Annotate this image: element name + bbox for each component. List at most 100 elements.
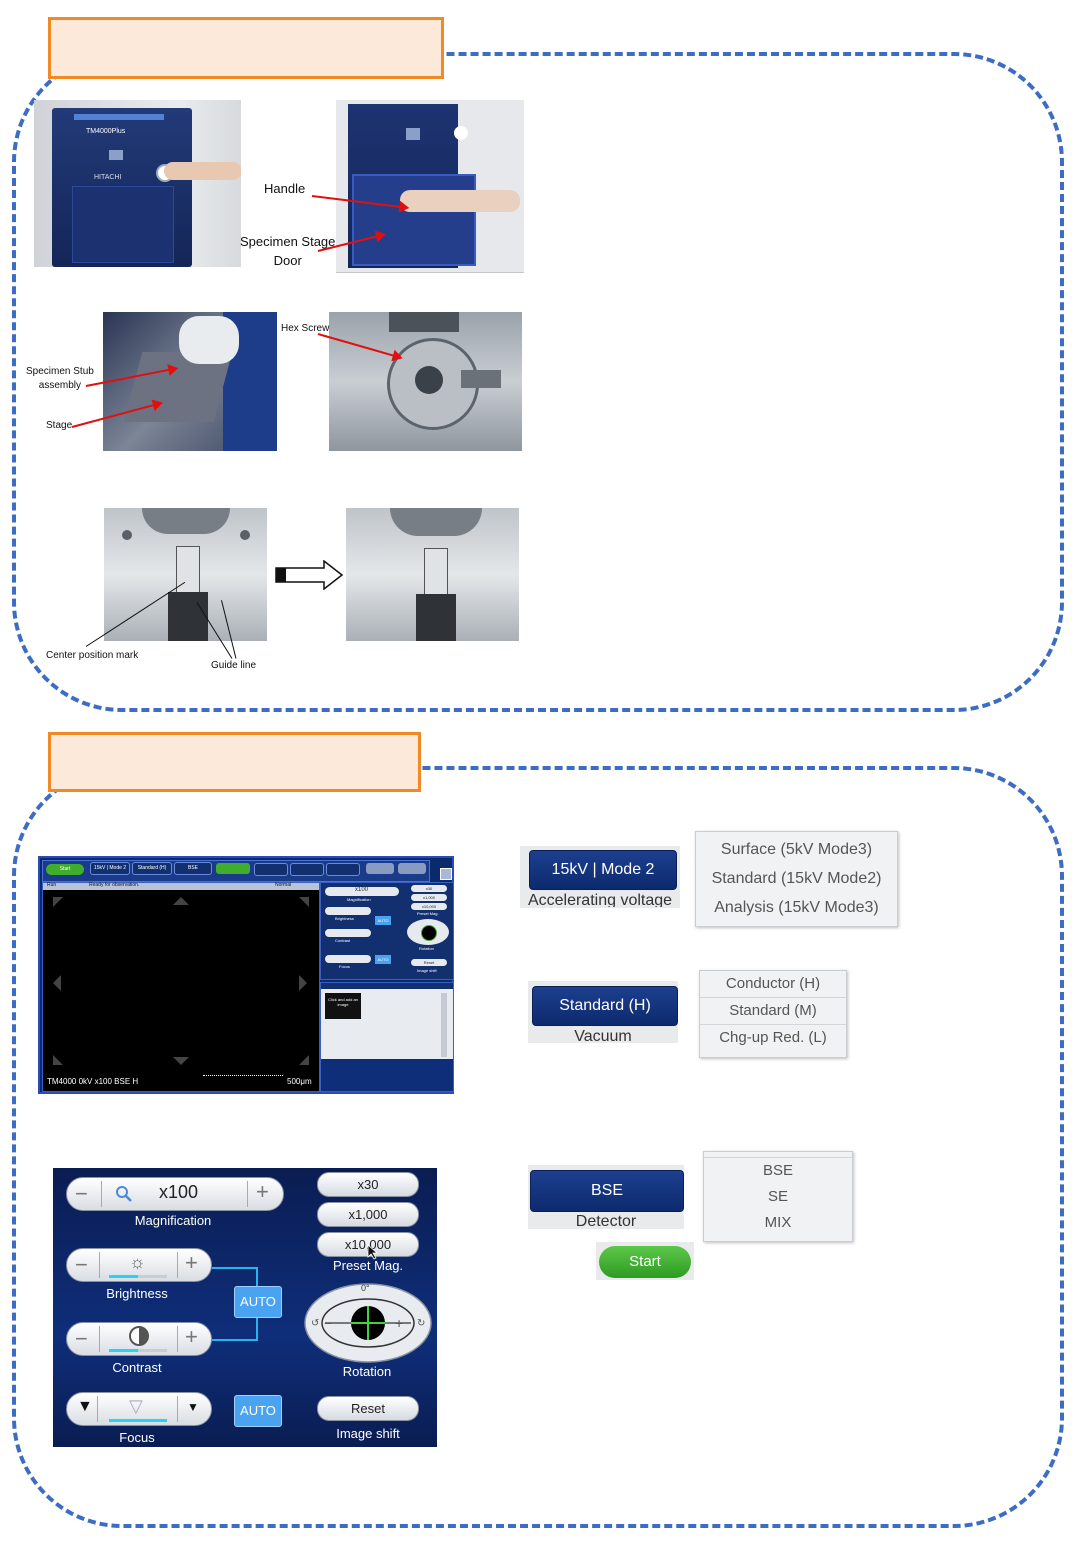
rotation-label: Rotation	[342, 1364, 392, 1379]
right-arrow-icon	[275, 560, 344, 590]
accelerating-options: Surface (5kV Mode3) Standard (15kV Mode2…	[695, 831, 898, 927]
preset-x1000-button[interactable]: x1,000	[317, 1202, 419, 1227]
sw-ctrl-1[interactable]	[216, 863, 250, 874]
control-panel: − x100 + Magnification − ☼ + Brightness …	[53, 1168, 437, 1447]
mini-focus-label: Focus	[339, 964, 350, 969]
mini-rotation-label: Rotation	[419, 946, 434, 951]
photo-aligned	[346, 508, 519, 641]
mini-control-panel: x100 Magnification Brightness Contrast A…	[320, 882, 454, 980]
section-1-frame	[12, 52, 1064, 712]
mini-auto-1[interactable]: AUTO	[375, 916, 391, 925]
option-mix[interactable]: MIX	[764, 1214, 792, 1231]
accelerating-voltage-button[interactable]: 15kV | Mode 2	[529, 850, 677, 890]
sun-icon: ☼	[129, 1252, 146, 1272]
option-standard[interactable]: Standard (15kV Mode2)	[711, 870, 882, 887]
search-icon	[116, 1186, 132, 1202]
device-model-text: TM4000Plus	[86, 128, 126, 135]
photo-center-mark	[104, 508, 267, 641]
option-conductor[interactable]: Conductor (H)	[700, 971, 846, 998]
focus-level	[109, 1419, 167, 1422]
focus-coarse-icon[interactable]: ▼	[77, 1398, 93, 1415]
status-right: Normal	[275, 882, 292, 888]
sw-ctrl-4[interactable]	[326, 863, 360, 876]
label-handle: Handle	[264, 181, 306, 196]
status-text: Ready for observation.	[89, 882, 140, 888]
mag-minus-icon[interactable]: −	[75, 1181, 88, 1206]
preset-x30-button[interactable]: x30	[317, 1172, 419, 1197]
label-center-position-mark: Center position mark	[46, 650, 139, 661]
option-standard-m[interactable]: Standard (M)	[700, 998, 846, 1025]
option-analysis[interactable]: Analysis (15kV Mode3)	[714, 899, 879, 916]
mini-contrast-label: Contrast	[335, 938, 351, 943]
rotation-dial[interactable]: − + ↺ ↻	[303, 1282, 433, 1364]
section-2-frame	[12, 766, 1064, 1528]
label-specimen-stage-door: Specimen Stage Door	[240, 234, 336, 268]
rotation-zero-label: 0°	[361, 1283, 370, 1293]
sw-ctrl-3[interactable]	[290, 863, 324, 876]
detector-label: Detector	[575, 1213, 637, 1230]
svg-text:+: +	[395, 1315, 403, 1331]
sw-detector-button[interactable]: BSE	[174, 862, 212, 875]
vacuum-button[interactable]: Standard (H)	[532, 986, 678, 1026]
auto-focus-button[interactable]: AUTO	[234, 1395, 282, 1427]
option-surface[interactable]: Surface (5kV Mode3)	[720, 841, 873, 858]
photo-hex-screw	[329, 312, 522, 451]
contrast-plus-icon[interactable]: +	[185, 1324, 198, 1349]
option-bse[interactable]: BSE	[704, 1157, 852, 1184]
magnification-label: Magnification	[134, 1213, 212, 1228]
thumbnail-slot[interactable]	[325, 993, 361, 1019]
sw-start-button[interactable]: Start	[46, 864, 84, 875]
mini-auto-2[interactable]: AUTO	[375, 955, 391, 964]
brightness-plus-icon[interactable]: +	[185, 1250, 198, 1275]
software-screen: Start 15kV | Mode 2 Standard (H) BSE Run…	[38, 856, 454, 1094]
option-se[interactable]: SE	[767, 1188, 788, 1205]
label-specimen-stub-assembly: Specimen Stub assembly	[26, 366, 94, 391]
image-view[interactable]: Run Ready for observation. Normal TM4000…	[42, 882, 320, 1092]
section-2-header	[48, 732, 421, 792]
mag-plus-icon[interactable]: +	[256, 1179, 269, 1204]
thumbnail-panel: Click and add an image	[320, 982, 454, 1092]
thumbnail-text: Click and add an image	[328, 997, 358, 1007]
mini-preset-2[interactable]: x1,000	[411, 894, 447, 901]
auto-brightness-contrast-button[interactable]: AUTO	[234, 1286, 282, 1318]
photo-stub-assembly	[103, 312, 277, 451]
reset-image-shift-button[interactable]: Reset	[317, 1396, 419, 1421]
mini-reset[interactable]: Reset	[411, 959, 447, 966]
mini-preset-3[interactable]: x10,000	[411, 903, 447, 910]
section-1-header	[48, 17, 444, 79]
sw-close-icon[interactable]	[440, 868, 452, 880]
cursor-icon	[367, 1244, 379, 1260]
svg-text:−: −	[324, 1315, 332, 1331]
mini-mag-label: Magnification	[347, 897, 371, 902]
svg-text:↺: ↺	[311, 1318, 319, 1329]
preset-mag-label: Preset Mag.	[332, 1258, 404, 1273]
vacuum-options: Conductor (H) Standard (M) Chg-up Red. (…	[699, 970, 847, 1058]
brightness-level	[109, 1275, 167, 1278]
sw-ctrl-5[interactable]	[366, 863, 394, 874]
option-chgup[interactable]: Chg-up Red. (L)	[719, 1029, 827, 1046]
accelerating-voltage-label: Accelerating voltage	[527, 892, 673, 907]
sw-vacuum-button[interactable]: Standard (H)	[132, 862, 172, 875]
focus-triangle-icon: ▽	[129, 1396, 143, 1416]
sw-kv-button[interactable]: 15kV | Mode 2	[90, 862, 130, 875]
brightness-minus-icon[interactable]: −	[75, 1252, 88, 1277]
detector-button[interactable]: BSE	[530, 1170, 684, 1212]
mini-image-shift-label: Image shift	[417, 968, 437, 973]
sw-ctrl-6[interactable]	[398, 863, 426, 874]
contrast-level	[109, 1349, 167, 1352]
contrast-icon	[129, 1326, 149, 1346]
detector-options: BSE SE MIX	[703, 1151, 853, 1242]
mini-preset-1[interactable]: x30	[411, 885, 447, 892]
focus-fine-icon[interactable]: ▼	[187, 1400, 199, 1414]
label-stage: Stage	[46, 420, 73, 431]
sw-ctrl-2[interactable]	[254, 863, 288, 876]
footer-info: TM4000 0kV x100 BSE H	[47, 1077, 139, 1086]
mini-mag-value: x100	[355, 887, 369, 893]
photo-device-button: TM4000Plus HITACHI	[34, 100, 241, 267]
focus-label: Focus	[119, 1430, 155, 1445]
contrast-label: Contrast	[112, 1360, 162, 1375]
start-button[interactable]: Start	[599, 1246, 691, 1278]
contrast-minus-icon[interactable]: −	[75, 1326, 88, 1351]
mini-brightness-label: Brightness	[335, 916, 354, 921]
scale-bar-label: 500μm	[287, 1077, 312, 1086]
